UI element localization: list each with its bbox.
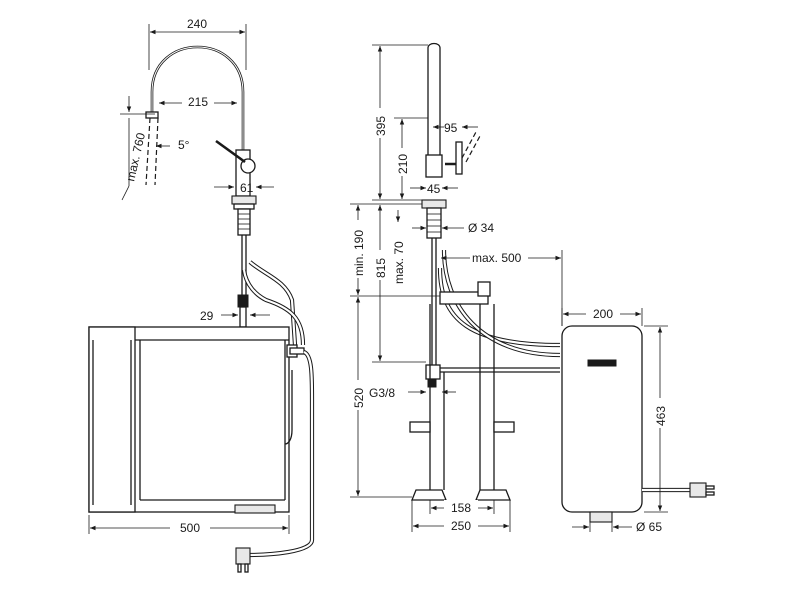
dim-210-label: 210 [396, 154, 410, 174]
dim-95: 95 [433, 121, 478, 135]
left-view: 240 215 max. 760 5° 61 [88, 17, 315, 573]
dim-29-label: 29 [200, 309, 214, 323]
faucet-shank [237, 208, 251, 328]
dim-815-label: 815 [374, 258, 388, 278]
dim-5deg: 5° [156, 138, 190, 152]
left-hoses [241, 260, 306, 346]
faucet-body [215, 139, 257, 210]
pullout-spray-dashed [145, 117, 159, 186]
dim-max-70-label: max. 70 [392, 241, 406, 284]
dim-max-760-label: max. 760 [123, 131, 148, 183]
dim-61: 61 [214, 181, 274, 195]
dim-61-label: 61 [240, 181, 254, 195]
dim-dia-34-label: Ø 34 [468, 221, 494, 235]
dim-45-label: 45 [427, 182, 441, 196]
dim-200-label: 200 [593, 307, 613, 321]
dim-210: 210 [394, 117, 428, 199]
right-hoses [437, 249, 561, 373]
right-view: 395 210 95 45 Ø 34 [350, 42, 715, 534]
dim-520-label: 520 [352, 388, 366, 408]
dim-95-label: 95 [444, 121, 458, 135]
sink-cabinet [88, 326, 305, 514]
left-power-cord [235, 350, 315, 573]
water-tank [561, 325, 643, 523]
dim-g38: G3/8 [369, 386, 456, 400]
dim-dia-34: Ø 34 [412, 221, 494, 235]
dim-200: 200 [561, 306, 643, 326]
tank-power-cord [642, 482, 715, 498]
faucet-spout [145, 45, 245, 190]
dim-815: 815 [372, 205, 426, 363]
dim-29: 29 [200, 309, 270, 323]
dim-240: 240 [148, 17, 247, 70]
dim-max-500-label: max. 500 [472, 251, 522, 265]
dim-520: 520 [350, 297, 412, 498]
dim-dia-65: Ø 65 [572, 520, 662, 534]
dim-500: 500 [88, 515, 290, 536]
dim-158-label: 158 [451, 501, 471, 515]
dim-158: 158 [429, 500, 495, 516]
support-stand [409, 281, 515, 501]
dim-463: 463 [644, 325, 668, 513]
dim-250: 250 [411, 500, 511, 534]
dim-395: 395 [372, 44, 428, 201]
dim-395-label: 395 [374, 116, 388, 136]
faucet-side-profile [421, 42, 481, 388]
dim-463-label: 463 [654, 406, 668, 426]
dim-215: 215 [159, 94, 237, 110]
dim-215-label: 215 [188, 95, 208, 109]
dim-min-190: min. 190 [350, 203, 440, 297]
dim-45: 45 [410, 182, 458, 196]
dim-max-500: max. 500 [441, 250, 563, 326]
dim-500-label: 500 [180, 521, 200, 535]
dim-250-label: 250 [451, 519, 471, 533]
dim-240-label: 240 [187, 17, 207, 31]
dim-5deg-label: 5° [178, 138, 190, 152]
dim-min-190-label: min. 190 [352, 230, 366, 276]
dim-max-70: max. 70 [392, 210, 406, 284]
dim-dia-65-label: Ø 65 [636, 520, 662, 534]
dim-g38-label: G3/8 [369, 386, 395, 400]
